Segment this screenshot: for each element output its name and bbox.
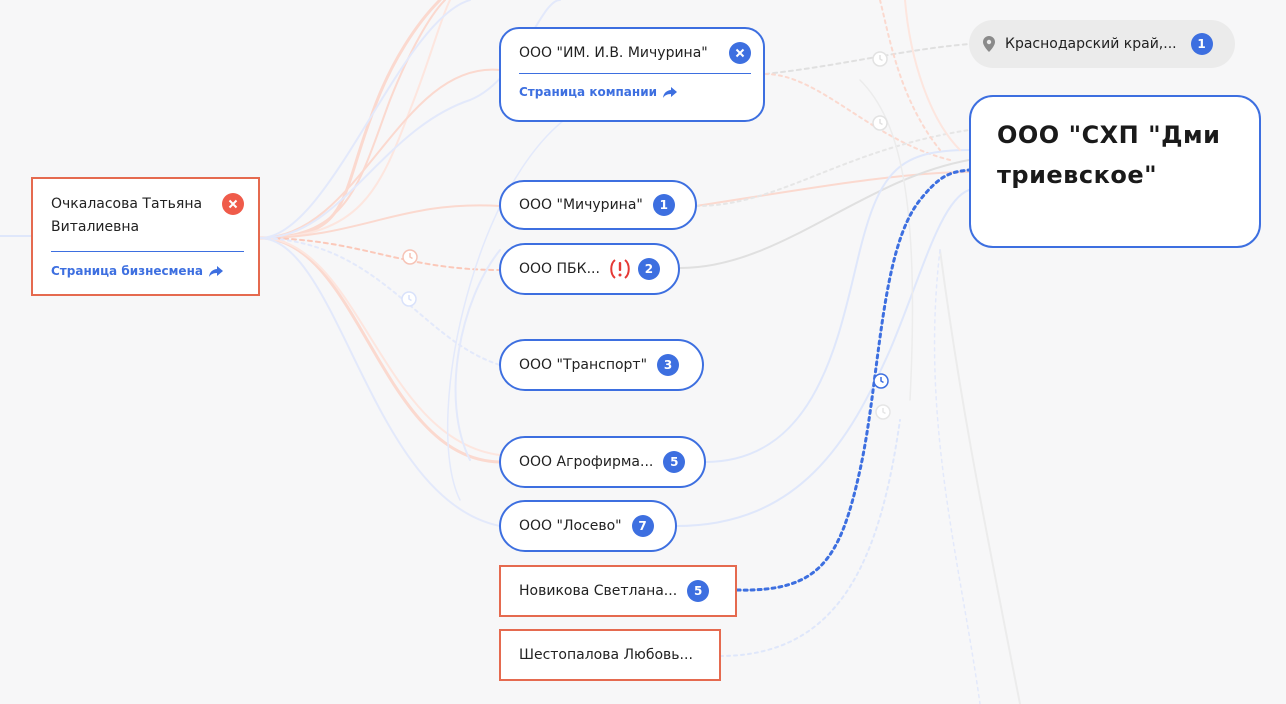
count-badge: 5 [687,580,710,602]
company-name: ООО "Транспорт" [519,357,648,373]
clock-icon [872,115,888,131]
main-company-name: ООО "СХП "Дмитриевское" [997,121,1221,189]
company-name: ООО "Лосево" [519,518,622,534]
businessman-page-link-label: Страница бизнесмена [51,264,203,278]
person-name: Новикова Светлана... [519,583,678,599]
person-card-name: Очкаласова Татьяна Виталиевна [51,196,203,235]
clock-icon [875,404,891,420]
clock-icon [873,373,889,389]
warning-icon [608,257,632,281]
close-icon[interactable] [729,42,751,64]
company-card[interactable]: ООО "ИМ. И.В. Мичурина" Страница компани… [499,27,765,122]
main-company-node[interactable]: ООО "СХП "Дмитриевское" [969,95,1261,248]
company-page-link-label: Страница компании [519,85,658,99]
company-name: ООО "Мичурина" [519,197,643,213]
clock-icon [401,291,417,307]
share-arrow-icon [208,265,223,277]
company-node[interactable]: ООО "Транспорт" 3 [499,339,704,391]
person-name: Шестопалова Любовь... [519,647,693,663]
share-arrow-icon [663,86,678,98]
count-badge: 2 [637,258,660,280]
person-card[interactable]: Очкаласова Татьяна Виталиевна Страница б… [31,177,260,296]
divider [519,73,751,74]
company-name: ООО ПБК... [519,261,600,277]
company-name: ООО Агрофирма... [519,454,654,470]
count-badge: 1 [1190,33,1213,55]
count-badge: 5 [663,451,686,473]
clock-icon [872,51,888,67]
company-node[interactable]: ООО "Лосево" 7 [499,500,677,552]
divider [51,251,244,252]
businessman-page-link[interactable]: Страница бизнесмена [51,264,244,278]
region-label: Краснодарский край,... [1005,36,1177,52]
person-node[interactable]: Новикова Светлана... 5 [499,565,737,617]
region-node[interactable]: Краснодарский край,... 1 [969,20,1235,68]
count-badge: 1 [652,194,675,216]
company-page-link[interactable]: Страница компании [519,85,751,99]
clock-icon [402,249,418,265]
company-node[interactable]: ООО "Мичурина" 1 [499,180,697,230]
company-node[interactable]: ООО Агрофирма... 5 [499,436,706,488]
close-icon[interactable] [222,193,244,215]
person-node[interactable]: Шестопалова Любовь... [499,629,721,681]
count-badge: 3 [657,354,680,376]
company-card-name: ООО "ИМ. И.В. Мичурина" [519,45,708,61]
location-pin-icon [983,36,995,52]
company-node[interactable]: ООО ПБК... 2 [499,243,680,295]
count-badge: 7 [631,515,654,537]
